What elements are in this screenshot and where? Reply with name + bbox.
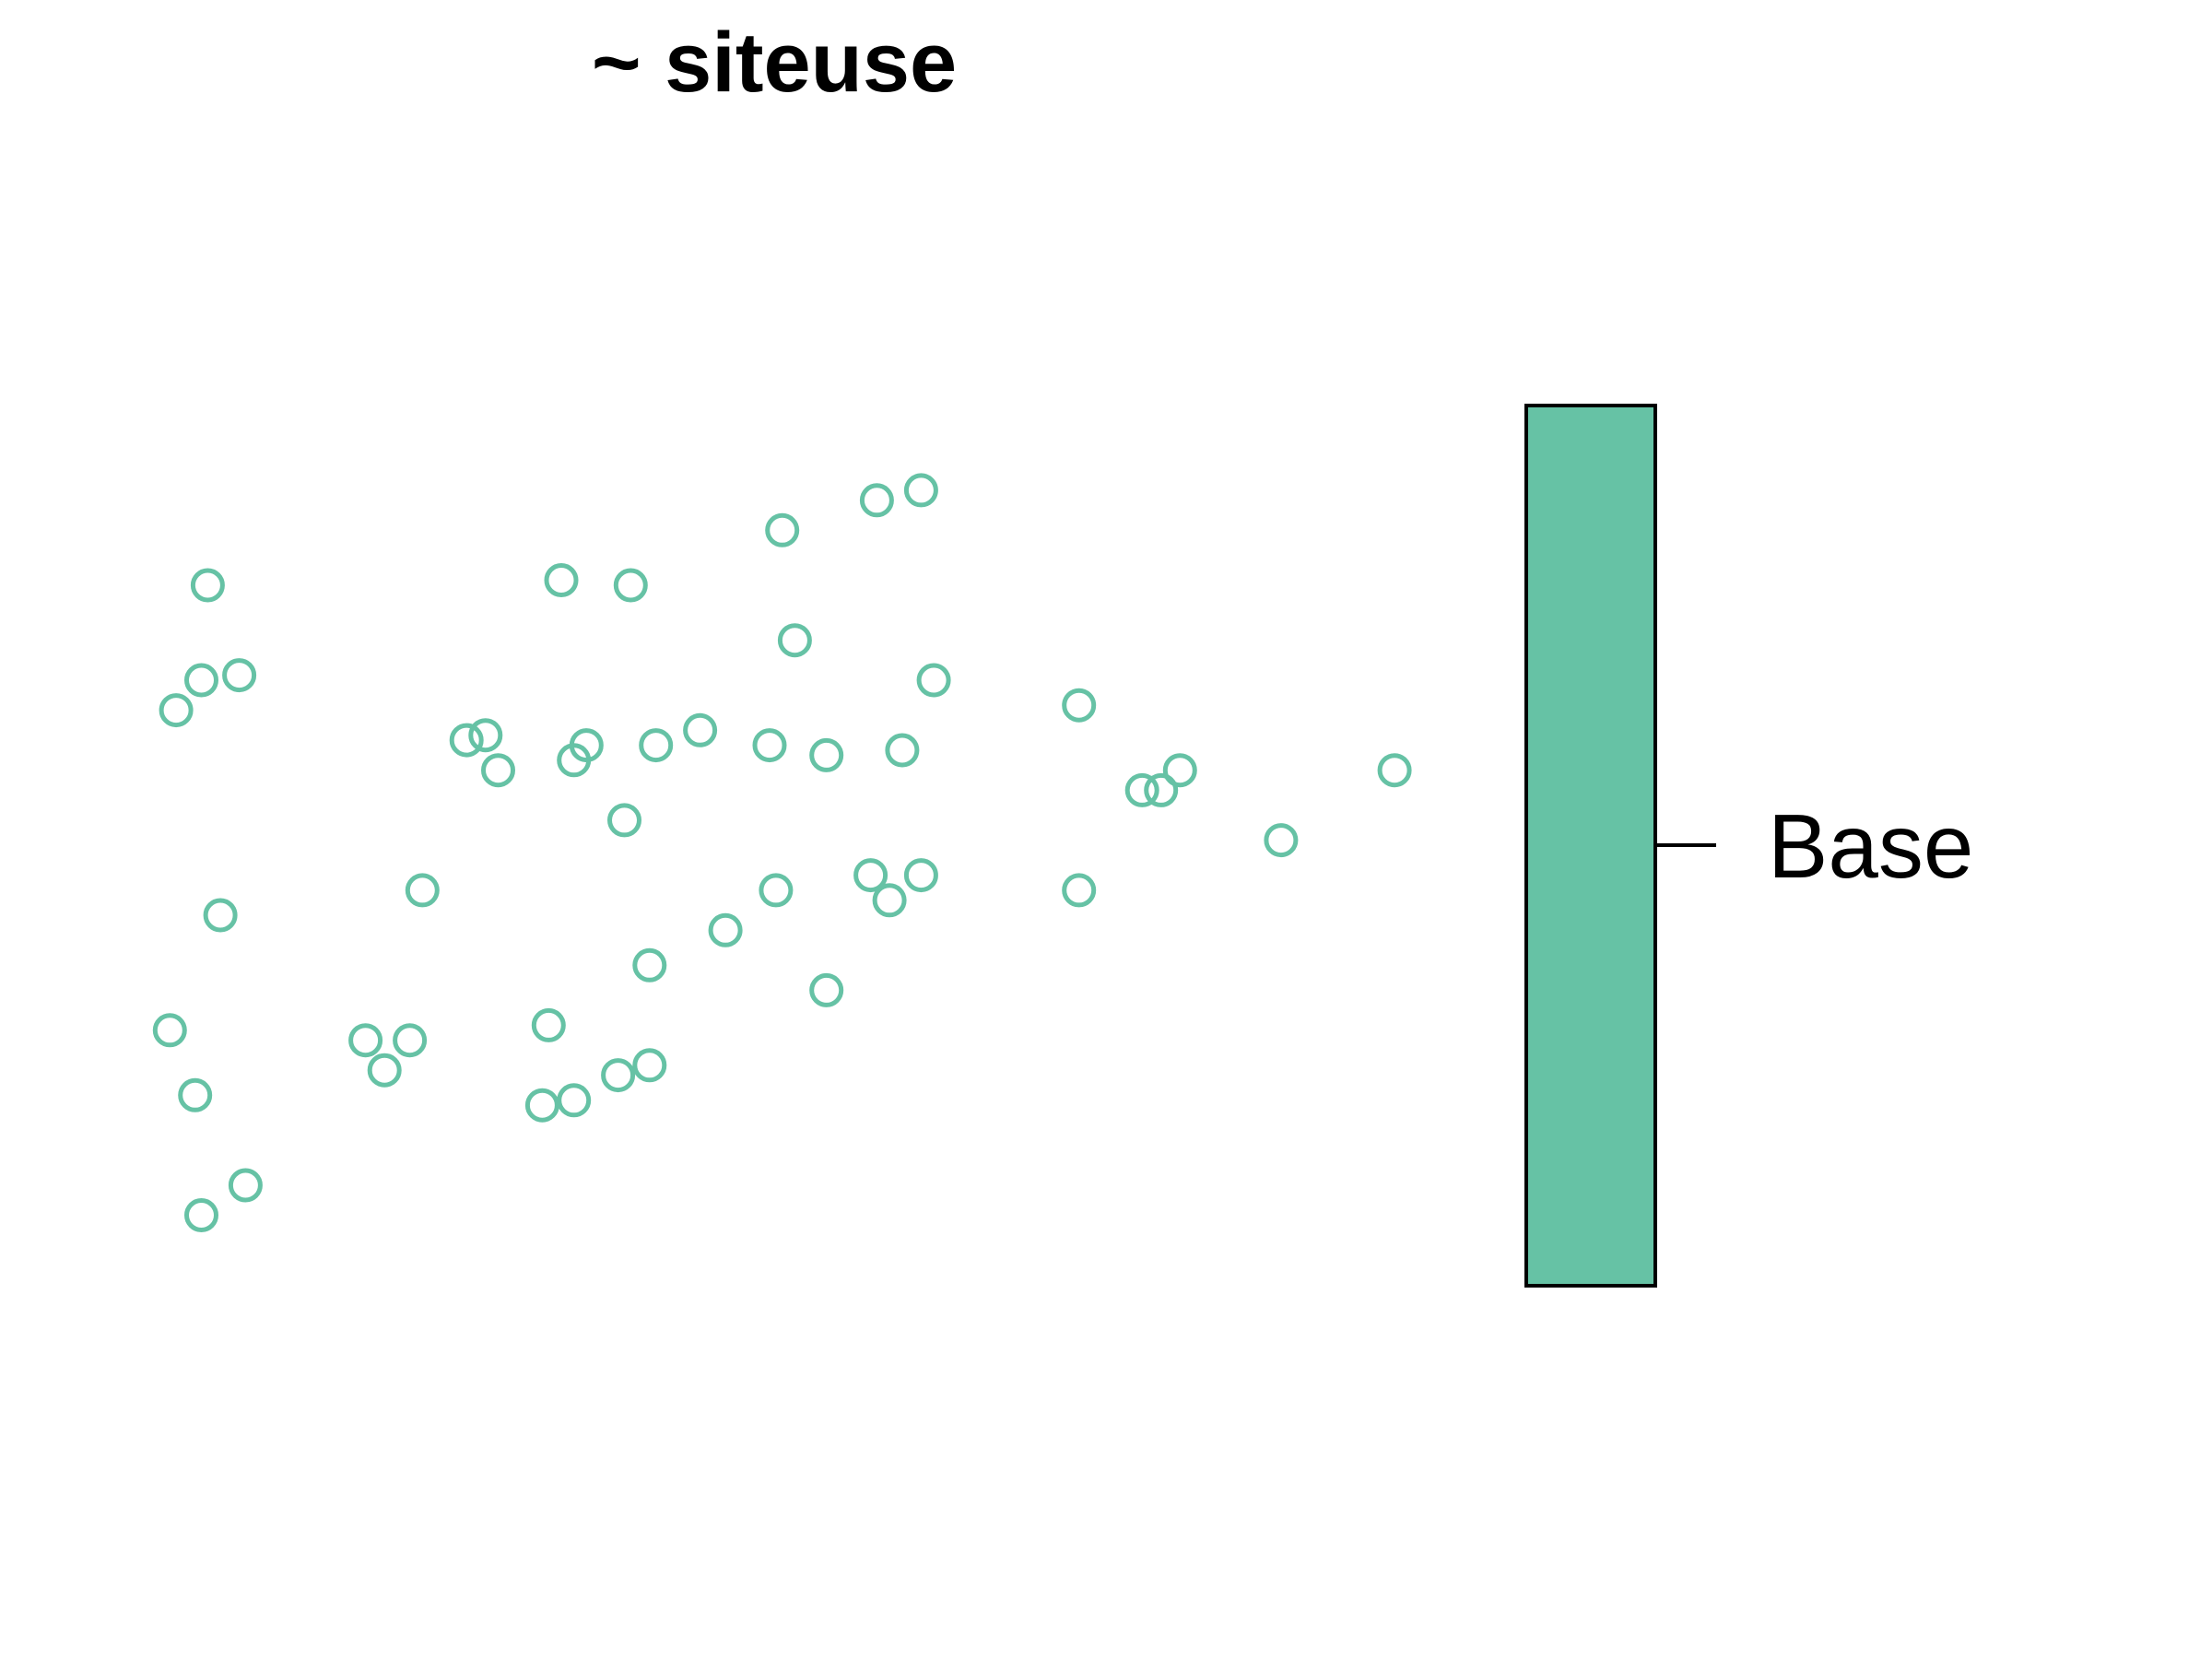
data-point [1162,753,1197,788]
data-point [1062,688,1097,723]
data-point [222,658,257,693]
data-point [184,663,218,698]
data-point [190,568,225,603]
data-point [853,858,888,893]
data-point [405,873,440,908]
data-point [557,1083,592,1118]
data-points [152,473,1412,1232]
data-point [1264,823,1299,858]
data-point [1062,873,1097,908]
data-point [859,483,894,518]
data-point [367,1053,402,1088]
data-point [639,728,674,763]
data-point [765,512,800,547]
data-point [601,1058,636,1093]
data-point [524,1088,559,1123]
data-point [613,568,648,603]
data-point [449,723,484,758]
legend-color-bar [1524,404,1657,1288]
data-point [872,883,907,918]
data-point [683,712,718,747]
data-point [903,473,938,508]
data-point [348,1023,383,1058]
data-point [1377,753,1412,788]
data-point [531,1007,566,1042]
data-point [1144,772,1179,807]
legend-label-base: Base [1768,795,1973,897]
data-point [759,873,794,908]
data-point [1124,772,1159,807]
data-point [178,1077,213,1112]
chart-title: ~ siteuse [591,16,958,110]
data-point [752,728,787,763]
data-point [903,858,938,893]
data-point [481,753,515,788]
data-point [632,947,667,982]
data-point [544,563,579,597]
data-point [809,972,844,1007]
data-point [777,623,812,658]
data-point [607,803,641,838]
legend: Base [1524,404,1973,1288]
data-point [468,718,503,753]
data-point [228,1168,263,1203]
data-point [203,898,238,933]
data-point [184,1198,218,1232]
data-point [632,1048,667,1083]
data-point [885,733,920,768]
data-point [809,737,844,772]
data-point [152,1013,187,1048]
data-point [708,912,743,947]
data-point [916,663,951,698]
data-point [159,693,194,728]
data-point [393,1023,428,1058]
data-point [569,728,604,763]
